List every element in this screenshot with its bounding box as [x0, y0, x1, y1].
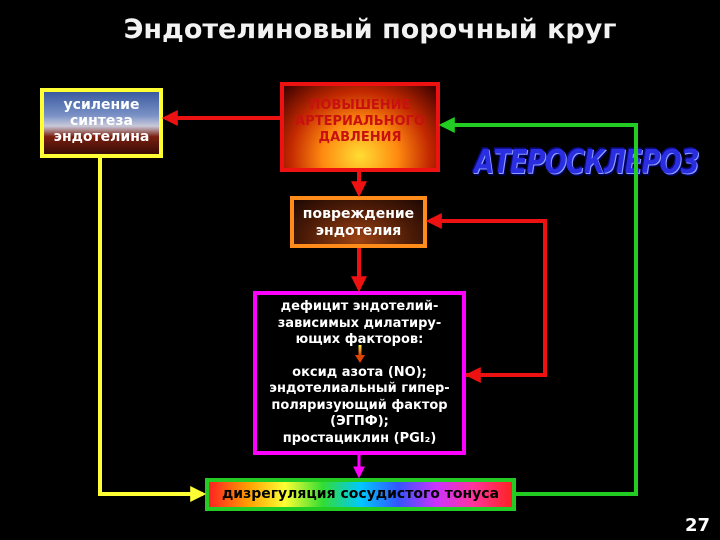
deficit-line-5: эндотелиальный гипер- — [269, 381, 450, 396]
dilating-factors-deficit-box: дефицит эндотелий- зависимых дилатиру- ю… — [253, 291, 466, 455]
deficit-line-6: поляризующий фактор — [271, 397, 448, 413]
arrow-deficit-to-damage-loop — [425, 213, 547, 377]
endothelin-synthesis-box: усиление синтеза эндотелина — [40, 88, 163, 158]
endothelium-damage-box: повреждение эндотелия — [290, 196, 427, 248]
arrow-synthesis-to-dysregulation — [98, 158, 207, 502]
dysregulation-label: дизрегуляция сосудистого тонуса — [221, 486, 500, 502]
deficit-line-2: зависимых дилатиру- — [277, 315, 442, 331]
deficit-line-3: ющих факторов: — [295, 332, 424, 347]
synthesis-line-2: синтеза — [70, 113, 133, 129]
pressure-line-1: ПОВЫШЕНИЕ — [309, 98, 411, 113]
damage-line-1: повреждение — [302, 206, 415, 222]
page-number: 27 — [684, 515, 710, 536]
vascular-tone-dysregulation-box: дизрегуляция сосудистого тонуса — [205, 478, 516, 511]
blood-pressure-box: ПОВЫШЕНИЕ АРТЕРИАЛЬНОГО ДАВЛЕНИЯ — [280, 82, 440, 172]
arrow-dysregulation-to-pressure — [438, 117, 638, 496]
pressure-line-2: АРТЕРИАЛЬНОГО — [295, 114, 425, 129]
decrease-arrow-icon — [354, 344, 365, 363]
deficit-line-8: простациклин (PGI₂) — [282, 430, 437, 446]
decrease-arrow-container — [257, 344, 462, 365]
damage-line-2: эндотелия — [315, 223, 402, 239]
deficit-line-7: (ЭГПФ); — [330, 414, 389, 429]
synthesis-line-3: эндотелина — [53, 129, 150, 145]
deficit-line-4: оксид азота (NO); — [292, 364, 427, 380]
pressure-line-3: ДАВЛЕНИЯ — [318, 130, 402, 145]
deficit-line-1: дефицит эндотелий- — [280, 299, 439, 314]
page-title: Эндотелиновый порочный круг — [123, 14, 617, 45]
synthesis-line-1: усиление — [63, 97, 140, 113]
